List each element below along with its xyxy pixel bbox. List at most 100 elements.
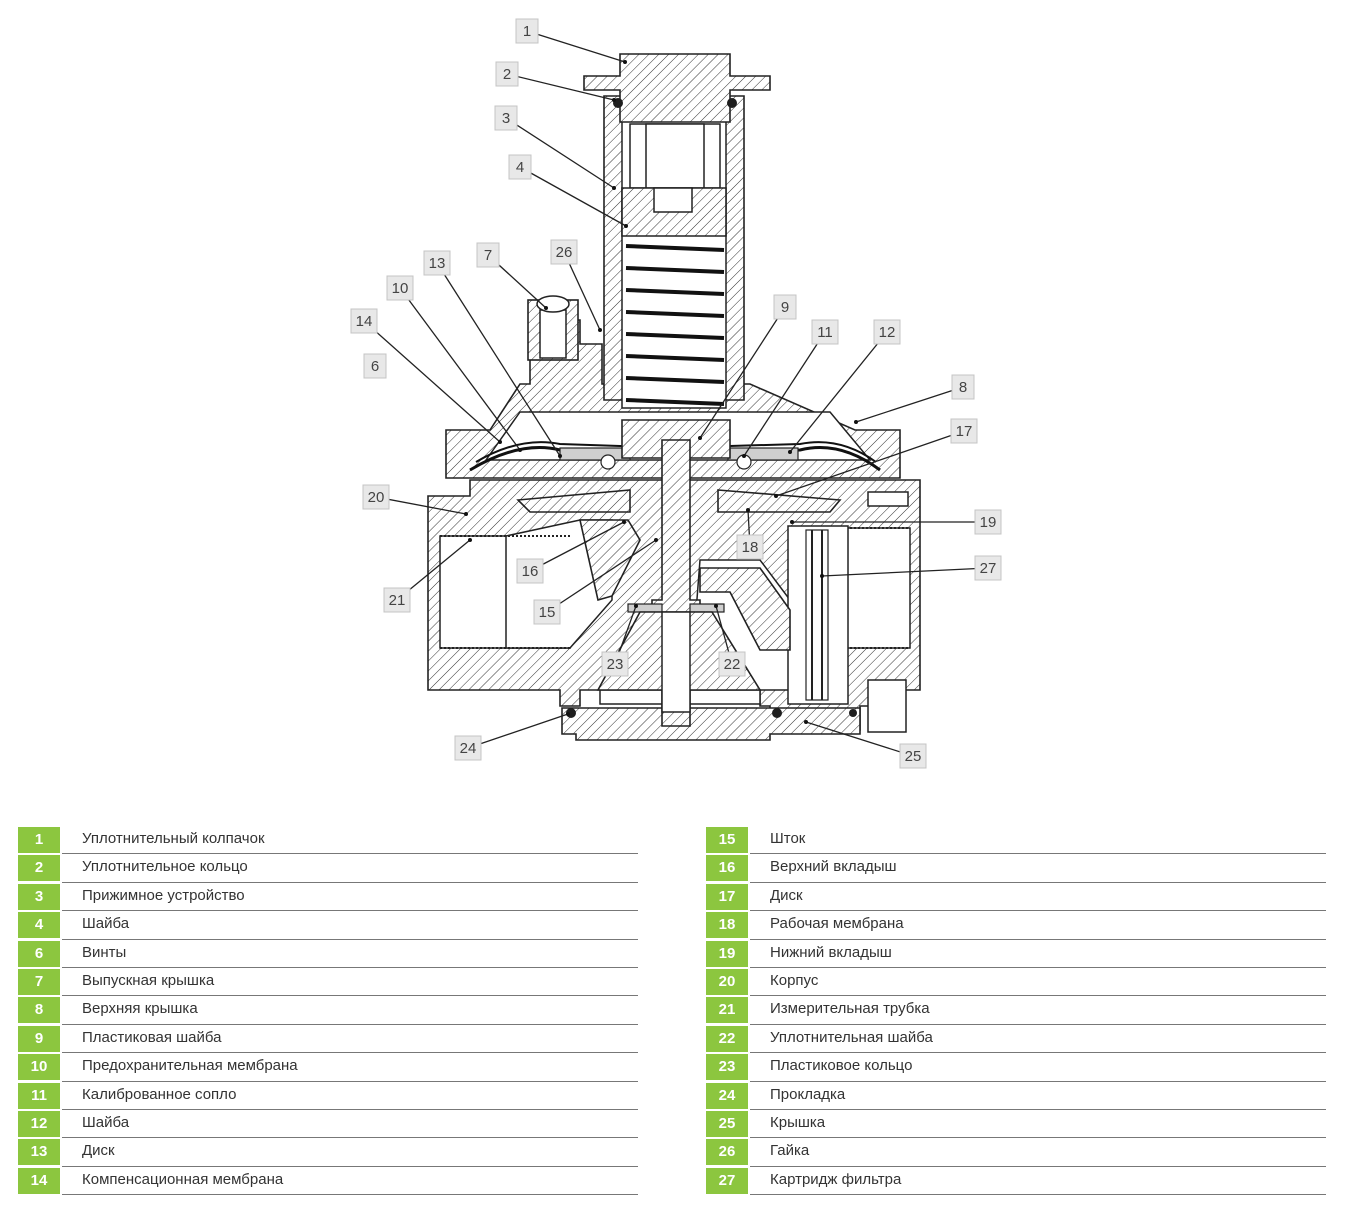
callout-leader-25	[805, 721, 914, 757]
callout-target-23	[634, 604, 638, 608]
callout-box-19	[974, 509, 1002, 535]
legend-part-label: Диск	[82, 1142, 115, 1160]
legend-number-badge: 18	[706, 912, 748, 939]
legend-part-label: Верхний вкладыш	[770, 858, 897, 876]
callout-number-19: 19	[980, 514, 997, 531]
callout-number-25: 25	[905, 748, 922, 765]
callout-target-1	[623, 60, 627, 64]
legend-row-divider	[62, 1052, 638, 1054]
legend-number-badge: 1	[18, 827, 60, 853]
callout-number-18: 18	[742, 539, 759, 556]
callout-target-26	[598, 328, 602, 332]
legend-number-badge: 21	[706, 997, 748, 1024]
callout-target-16	[622, 520, 626, 524]
legend-part-label: Рабочая мембрана	[770, 915, 904, 933]
callout-box-6	[363, 353, 387, 379]
legend-part-label: Корпус	[770, 971, 819, 989]
callout-leader-20	[375, 496, 467, 515]
working-disc-right	[717, 489, 842, 513]
callout-number-16: 16	[522, 563, 539, 580]
callout-number-6: 6	[371, 358, 379, 375]
legend-row-divider	[750, 966, 1326, 968]
legend-row: 20 Корпус	[706, 968, 1326, 997]
spring-coils	[625, 244, 725, 406]
legend-part-label: Нижний вкладыш	[770, 943, 892, 961]
legend-row-divider	[62, 1023, 638, 1025]
callout-box-16	[516, 558, 544, 584]
callout-target-10	[518, 448, 522, 452]
legend-row-divider	[750, 910, 1326, 912]
callout-target-21	[468, 538, 472, 542]
legend-number-badge: 22	[706, 1025, 748, 1052]
callout-target-8	[854, 420, 858, 424]
legend-row-divider	[750, 1165, 1326, 1167]
callout-box-15	[533, 599, 561, 625]
callout-target-4	[624, 224, 628, 228]
callout-target-27	[820, 574, 824, 578]
callout-leader-16	[529, 521, 625, 572]
legend-row: 25 Крышка	[706, 1110, 1326, 1139]
callout-target-20	[464, 512, 468, 516]
callout-leader-4	[519, 166, 627, 227]
callout-box-4	[508, 154, 532, 180]
legend-part-label: Калиброванное сопло	[82, 1085, 237, 1103]
callout-box-9	[773, 294, 797, 320]
legend-part-label: Пластиковая шайба	[82, 1028, 222, 1046]
legend-row-divider	[62, 995, 638, 997]
legend-number-badge: 23	[706, 1054, 748, 1081]
callout-leader-24	[467, 713, 569, 749]
legend-row-divider	[750, 938, 1326, 940]
callout-leader-15	[546, 539, 657, 613]
legend-part-label: Уплотнительное кольцо	[82, 858, 248, 876]
callout-number-4: 4	[516, 159, 524, 176]
o-ring-right	[727, 98, 737, 108]
callout-target-12	[788, 450, 792, 454]
callout-box-27	[974, 555, 1002, 581]
callout-number-14: 14	[356, 313, 373, 330]
legend-number-badge: 9	[18, 1025, 60, 1052]
callout-leader-17	[775, 430, 965, 497]
callout-target-17	[774, 494, 778, 498]
callout-target-15	[654, 538, 658, 542]
callout-leader-10	[399, 287, 521, 451]
legend-part-label: Уплотнительная шайба	[770, 1028, 933, 1046]
sealing-cap	[583, 53, 771, 123]
callout-number-1: 1	[523, 23, 531, 40]
callout-box-1	[515, 18, 539, 44]
callout-leader-3	[505, 117, 615, 189]
legend-row: 9 Пластиковая шайба	[18, 1025, 638, 1054]
legend-part-label: Крышка	[770, 1113, 826, 1131]
callout-number-21: 21	[389, 592, 406, 609]
legend-number-badge: 19	[706, 940, 748, 967]
callout-number-27: 27	[980, 560, 997, 577]
legend-number-badge: 25	[706, 1110, 748, 1137]
callout-target-2	[612, 98, 616, 102]
callout-box-24	[454, 735, 482, 761]
legend-part-label: Шайба	[82, 915, 130, 933]
callout-number-7: 7	[484, 247, 492, 264]
legend-part-label: Предохранительная мембрана	[82, 1057, 298, 1075]
legend-number-badge: 14	[18, 1167, 60, 1194]
callout-number-10: 10	[392, 280, 409, 297]
callout-target-11	[742, 454, 746, 458]
legend-row: 22 Уплотнительная шайба	[706, 1025, 1326, 1054]
callout-target-22	[714, 604, 718, 608]
legend-number-badge: 20	[706, 968, 748, 995]
legend-part-label: Диск	[770, 886, 803, 904]
callout-box-7	[476, 242, 500, 268]
legend-part-label: Винты	[82, 943, 127, 961]
legend-part-label: Уплотнительный колпачок	[82, 830, 265, 847]
legend-part-label: Верхняя крышка	[82, 1000, 198, 1018]
bottom-cover	[561, 707, 861, 741]
legend-number-badge: 26	[706, 1139, 748, 1166]
callout-number-2: 2	[503, 66, 511, 83]
callout-target-19	[790, 520, 794, 524]
